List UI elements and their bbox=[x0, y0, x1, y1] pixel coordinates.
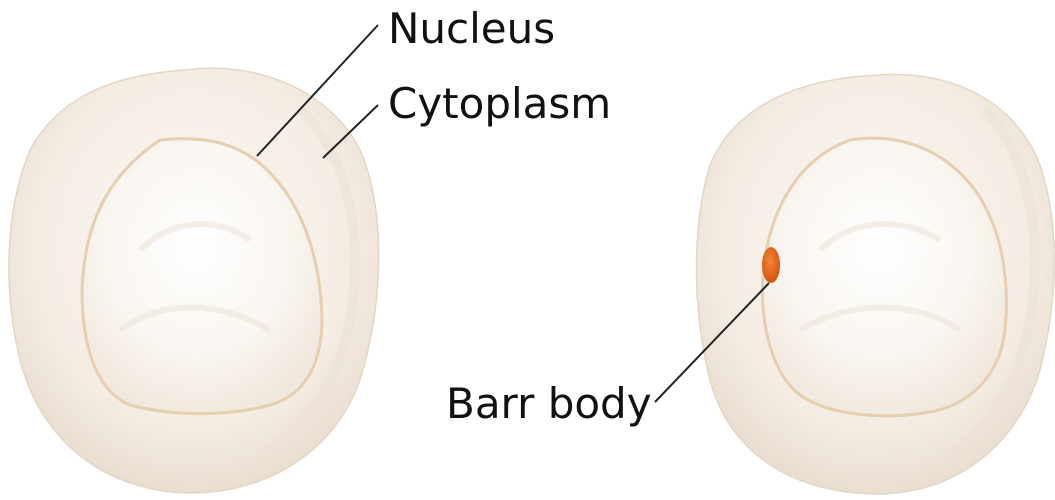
barr-body bbox=[762, 247, 780, 283]
right-cell bbox=[697, 74, 1055, 494]
barr-body-label: Barr body bbox=[446, 383, 652, 425]
left-cell bbox=[9, 68, 379, 493]
nucleus-label: Nucleus bbox=[388, 8, 555, 50]
cytoplasm-label: Cytoplasm bbox=[388, 83, 611, 125]
